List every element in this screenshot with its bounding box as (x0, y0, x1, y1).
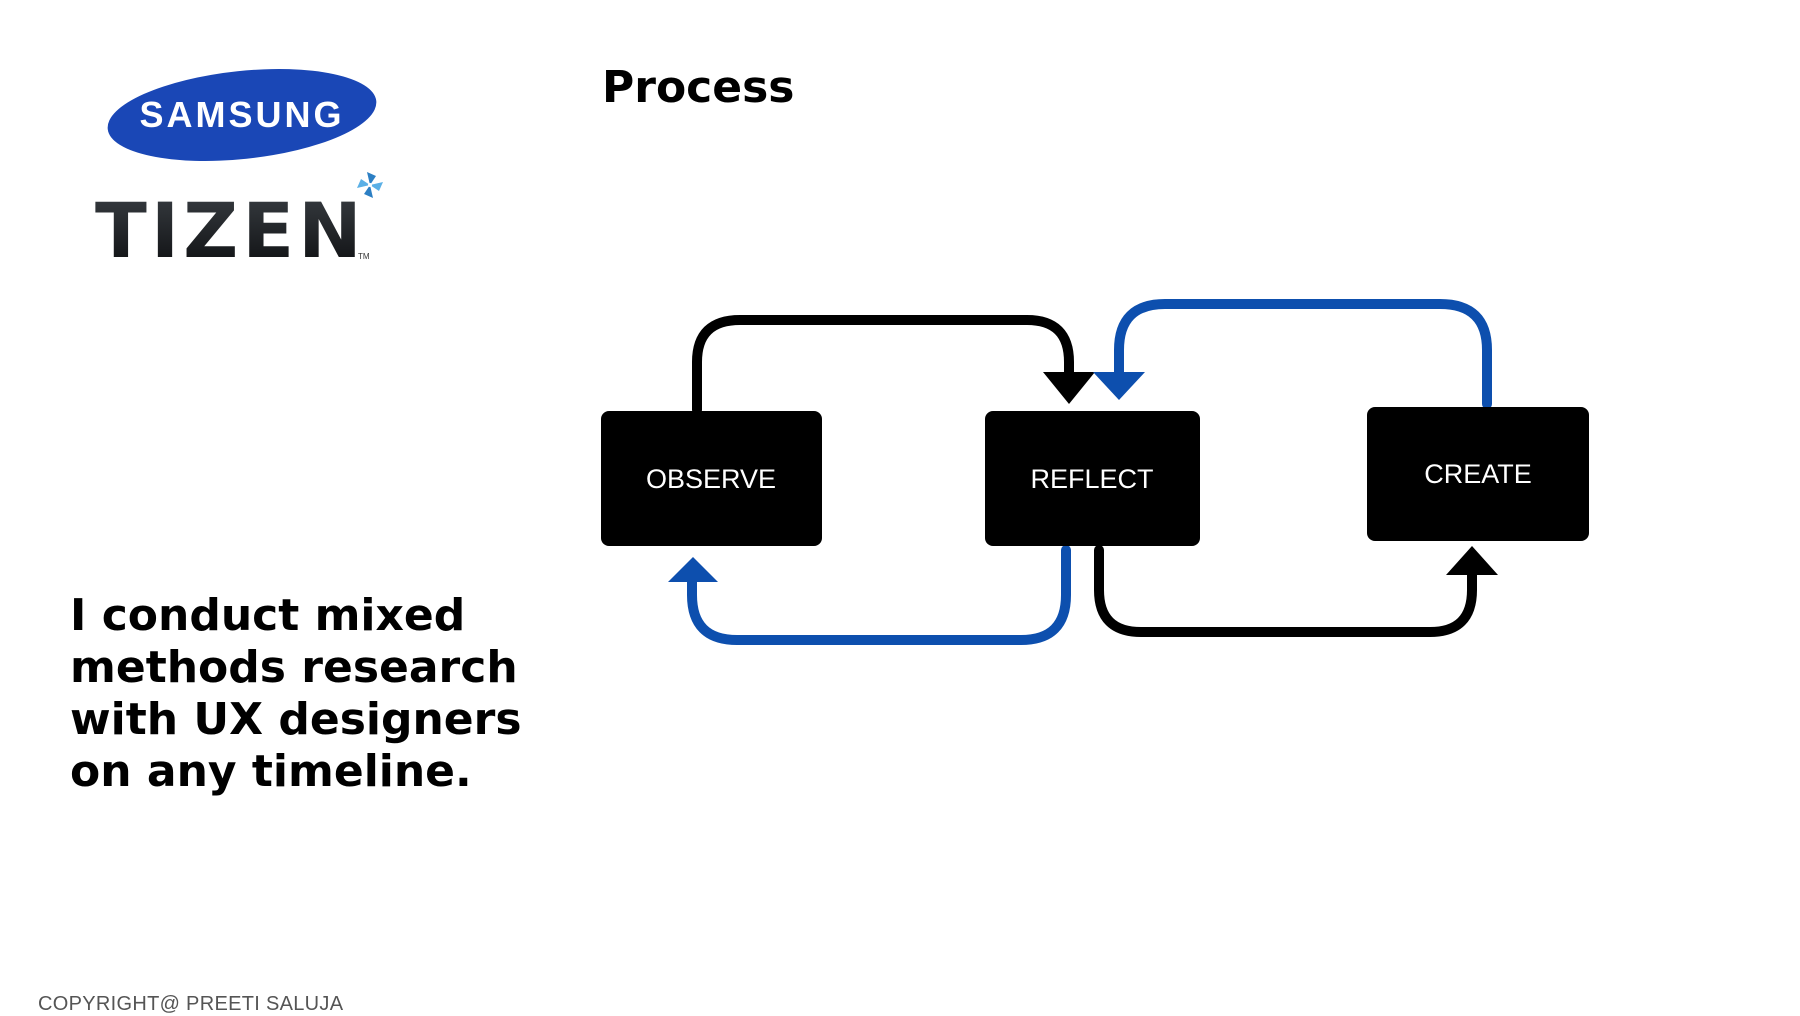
tagline-line: on any timeline. (70, 746, 472, 797)
node-observe-label: OBSERVE (646, 464, 776, 494)
arrowhead-observe-bottom (668, 557, 718, 582)
node-create: CREATE (1367, 407, 1589, 541)
tizen-pinwheel-icon (357, 172, 383, 198)
node-reflect: REFLECT (985, 411, 1200, 546)
edge-create-to-reflect (1093, 299, 1492, 409)
slide-title: Process (602, 62, 795, 113)
node-create-label: CREATE (1424, 459, 1532, 489)
tagline-line: I conduct mixed (70, 590, 466, 641)
node-observe: OBSERVE (601, 411, 822, 546)
tagline-line: methods research (70, 642, 518, 693)
samsung-logo: SAMSUNG (107, 69, 377, 161)
arrowhead-create-bottom (1446, 546, 1498, 575)
copyright-notice: COPYRIGHT@ PREETI SALUJA (38, 993, 344, 1015)
edge-reflect-to-create (1094, 545, 1498, 637)
tizen-logo: TIZEN TM (95, 172, 383, 265)
node-reflect-label: REFLECT (1030, 464, 1153, 494)
arrowhead-reflect-top-blue (1093, 372, 1145, 400)
samsung-logo-text: SAMSUNG (139, 94, 344, 135)
tizen-trademark: TM (358, 252, 370, 261)
edge-reflect-to-observe (668, 545, 1071, 645)
arrowhead-reflect-top (1043, 372, 1095, 404)
tizen-logo-text: TIZEN (95, 186, 366, 265)
edge-observe-to-reflect (692, 315, 1095, 415)
tagline: I conduct mixed methods research with UX… (70, 590, 540, 798)
tagline-line: with UX designers (70, 694, 522, 745)
